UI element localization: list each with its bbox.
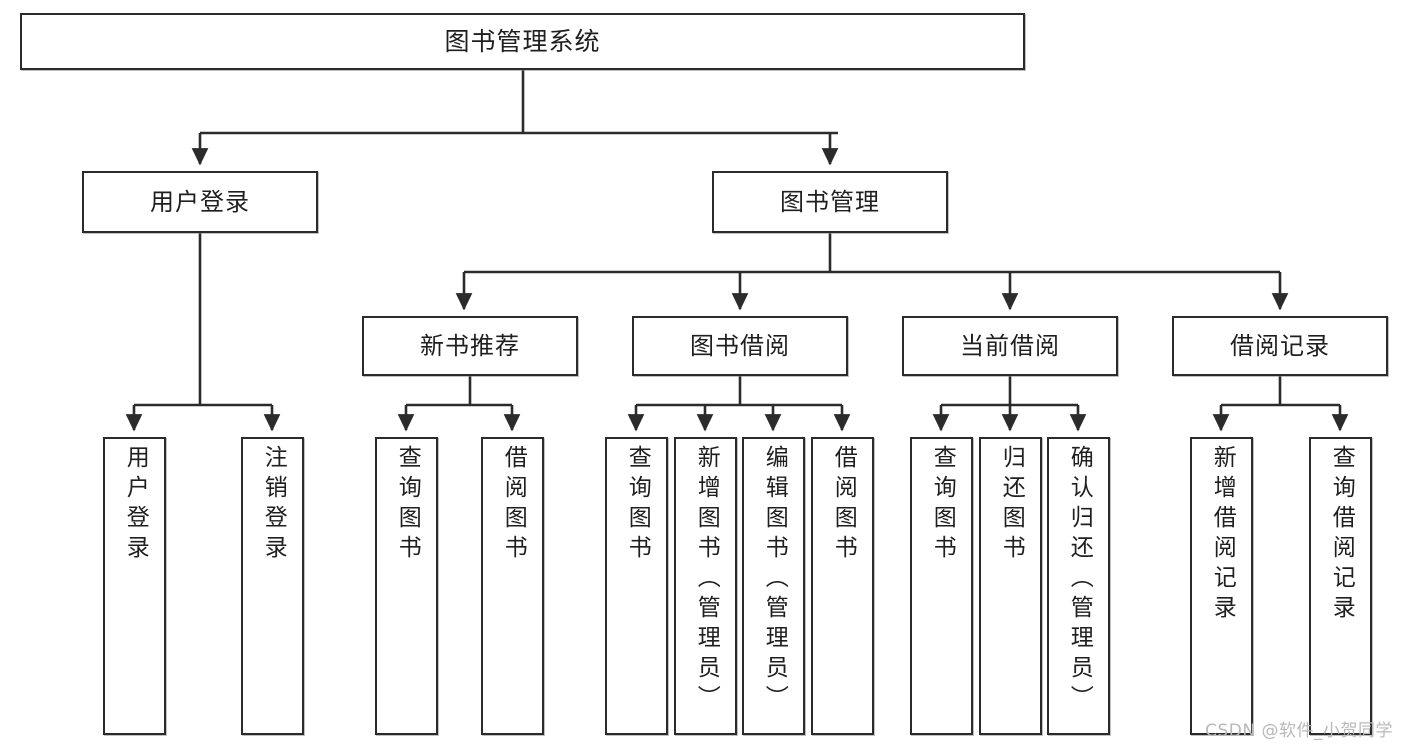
node-label: 查询图书 [929,445,956,565]
leaf-book-borrow-query-books[interactable]: 查询图书 [605,437,668,735]
node-label: 归还图书 [998,445,1025,565]
node-label: 查询借阅记录 [1328,445,1355,625]
node-label: 查询图书 [394,445,421,565]
leaf-new-book-query-books[interactable]: 查询图书 [375,437,438,735]
node-label: 用户登录 [122,445,149,565]
leaf-current-borrow-confirm-return-admin[interactable]: 确认归还（管理员） [1047,437,1110,735]
node-borrow-record[interactable]: 借阅记录 [1172,316,1388,376]
leaf-borrow-record-query-record[interactable]: 查询借阅记录 [1309,437,1372,735]
node-label: 图书管理 [780,187,880,216]
node-label: 确认归还（管理员） [1066,445,1093,715]
node-label: 借阅图书 [830,445,857,565]
watermark-text: CSDN @软件_小贺同学 [1205,721,1393,741]
node-label: 当前借阅 [960,331,1060,360]
node-book-management[interactable]: 图书管理 [712,171,948,233]
node-label: 新增借阅记录 [1209,445,1236,625]
leaf-book-borrow-add-book-admin[interactable]: 新增图书（管理员） [674,437,737,735]
leaf-book-borrow-borrow-books[interactable]: 借阅图书 [811,437,874,735]
node-label: 新书推荐 [420,331,520,360]
node-label: 查询图书 [624,445,651,565]
node-user-login[interactable]: 用户登录 [82,171,318,233]
leaf-user-login-login[interactable]: 用户登录 [103,437,166,735]
node-current-borrow[interactable]: 当前借阅 [902,316,1118,376]
node-label: 编辑图书（管理员） [761,445,788,715]
leaf-current-borrow-query-books[interactable]: 查询图书 [910,437,973,735]
leaf-new-book-borrow-books[interactable]: 借阅图书 [481,437,544,735]
node-label: 借阅图书 [500,445,527,565]
node-label: 借阅记录 [1230,331,1330,360]
leaf-borrow-record-add-record[interactable]: 新增借阅记录 [1190,437,1253,735]
node-label: 图书管理系统 [444,26,601,56]
node-label: 注销登录 [260,445,287,565]
node-root-system[interactable]: 图书管理系统 [20,13,1025,70]
node-label: 图书借阅 [690,331,790,360]
node-label: 新增图书（管理员） [693,445,720,715]
node-book-borrow[interactable]: 图书借阅 [632,316,848,376]
node-label: 用户登录 [150,187,250,216]
leaf-user-login-logout[interactable]: 注销登录 [241,437,304,735]
leaf-book-borrow-edit-book-admin[interactable]: 编辑图书（管理员） [742,437,805,735]
leaf-current-borrow-return-books[interactable]: 归还图书 [979,437,1042,735]
node-new-book-recommend[interactable]: 新书推荐 [362,316,578,376]
